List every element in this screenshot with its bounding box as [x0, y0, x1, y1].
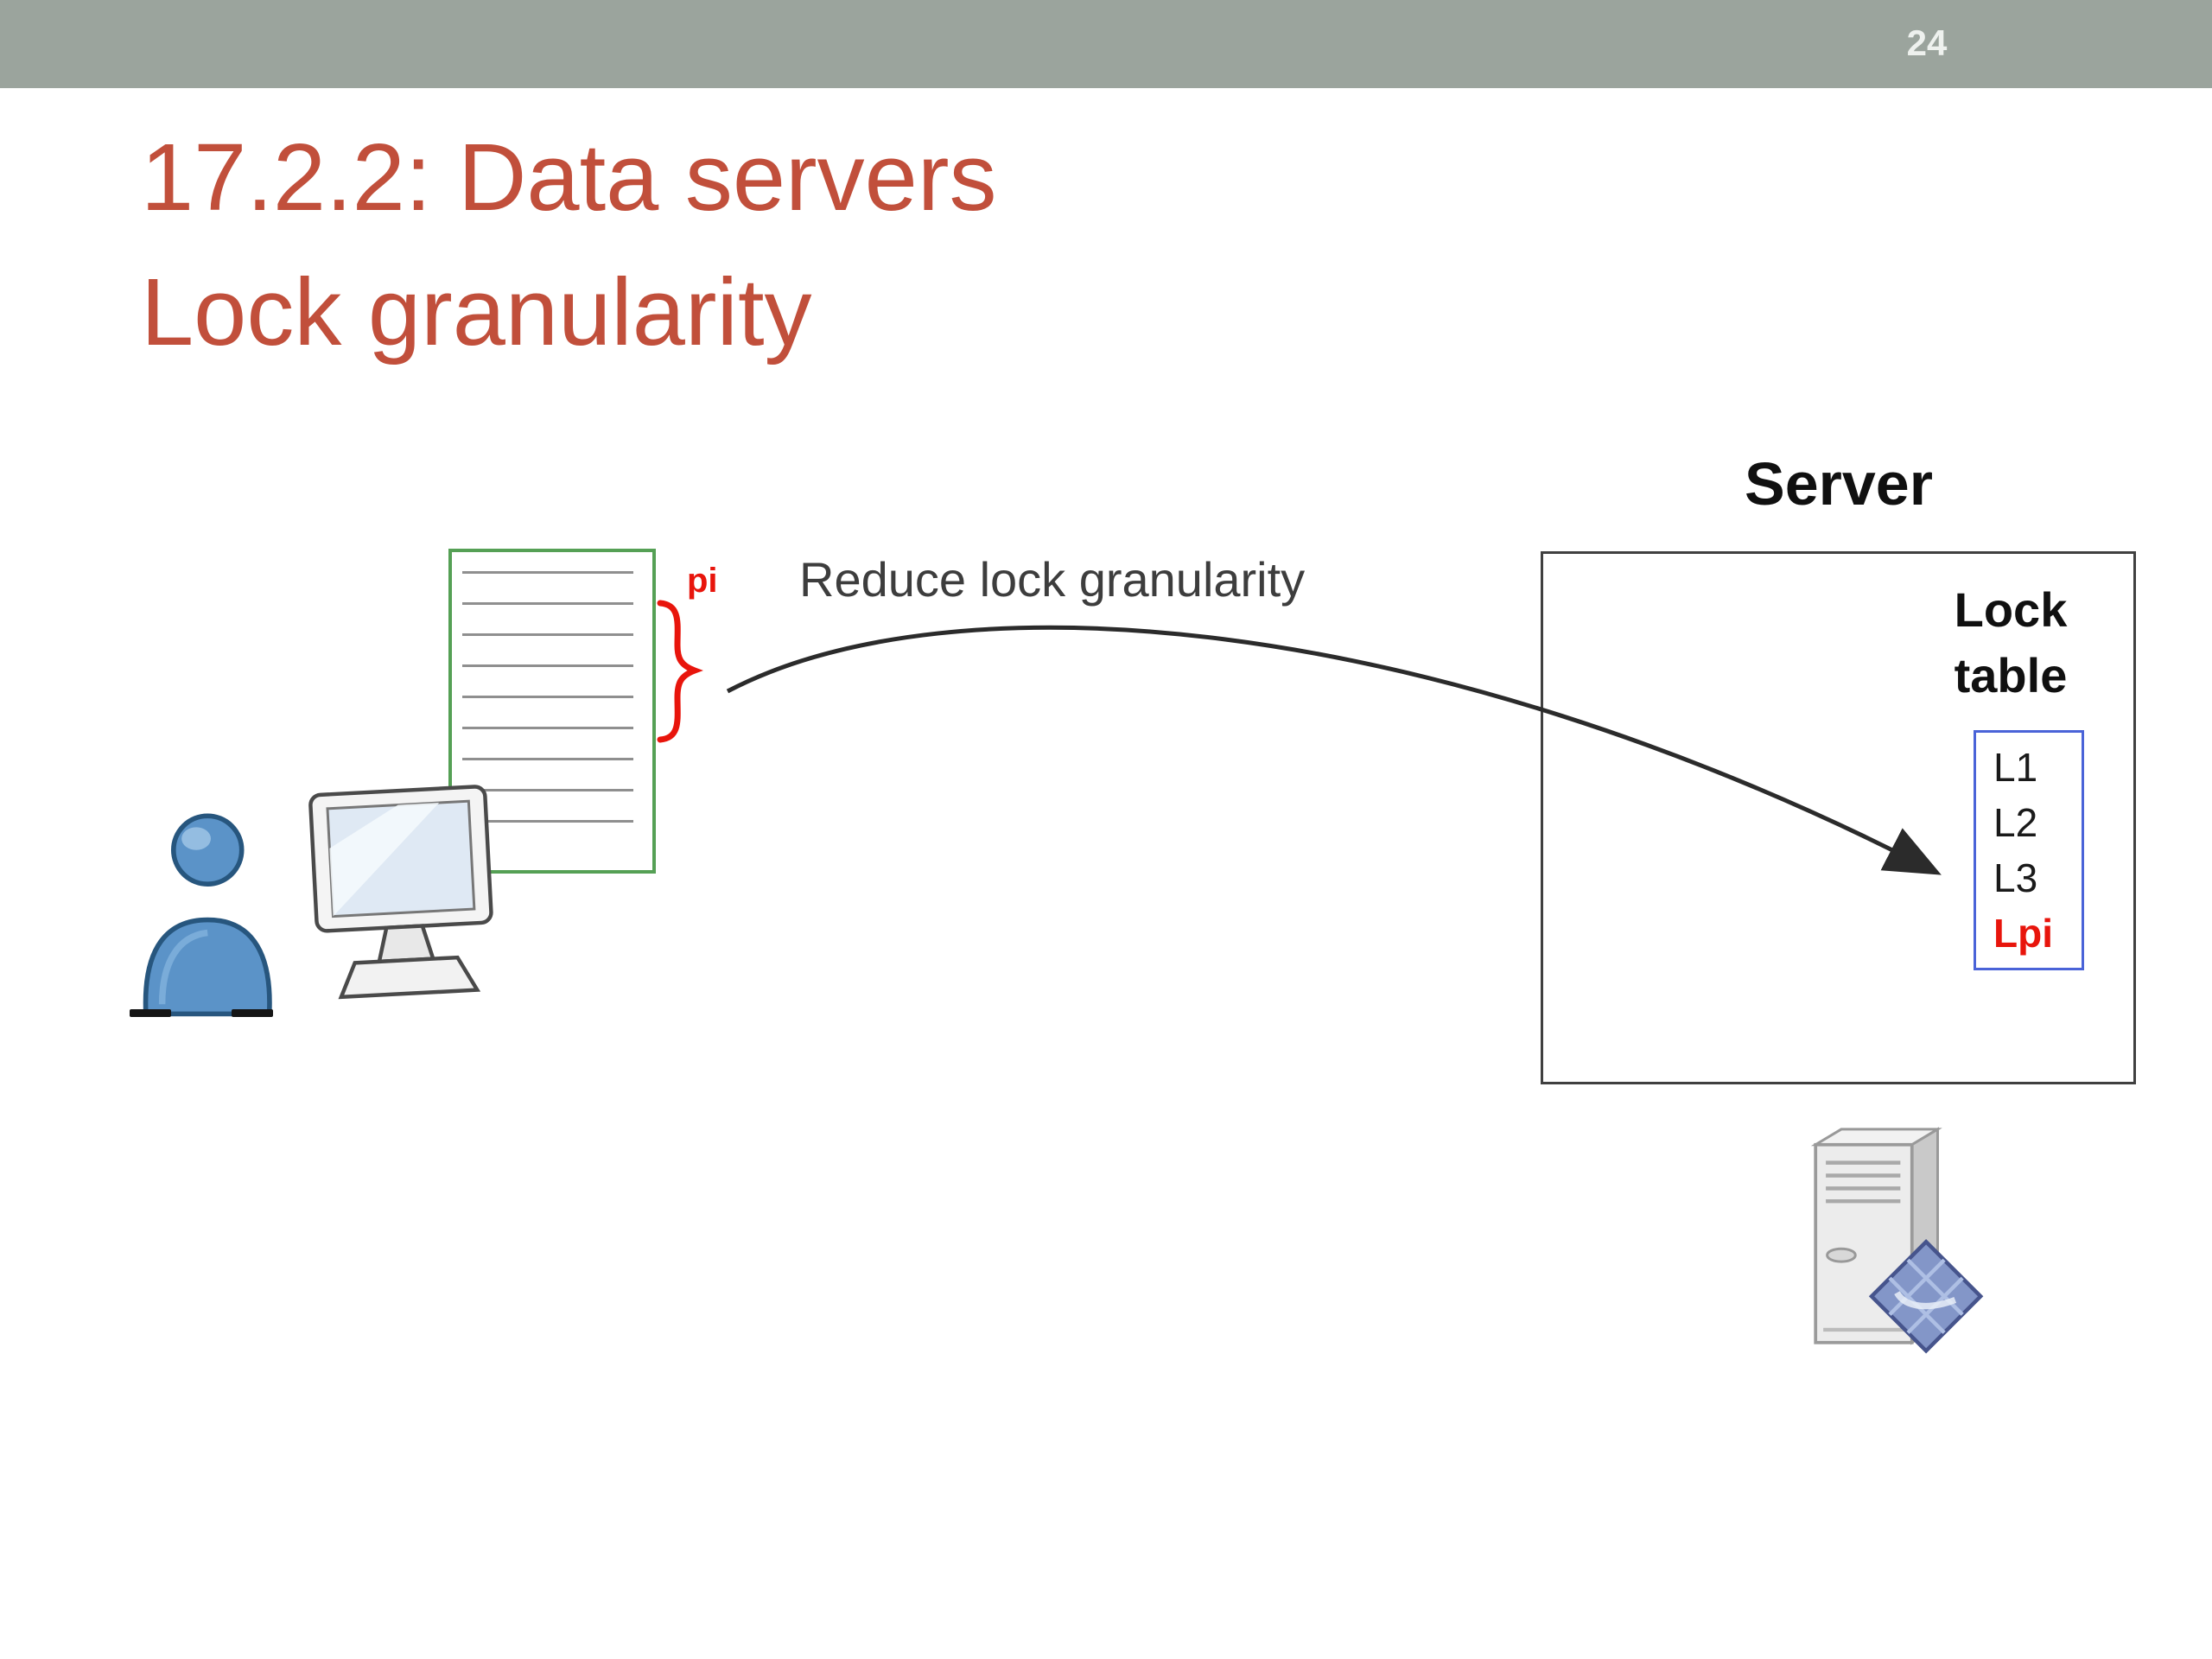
document-line	[462, 696, 633, 698]
arrow-label: Reduce lock granularity	[799, 552, 1306, 607]
top-bar	[0, 0, 2212, 88]
document-line	[462, 633, 633, 636]
lock-table: L1 L2 L3 Lpi	[1974, 730, 2084, 970]
lock-entry: L2	[1993, 800, 2038, 845]
page-number: 24	[1906, 22, 1948, 63]
lock-entry: L3	[1993, 855, 2038, 900]
server-label: Server	[1745, 450, 1933, 518]
document-line	[462, 602, 633, 605]
lock-entry: L1	[1993, 745, 2038, 790]
brace-label: pi	[687, 562, 718, 600]
document-line	[462, 758, 633, 760]
dash-mark	[232, 1009, 273, 1017]
document-line	[462, 789, 633, 791]
document-line	[462, 664, 633, 667]
dash-mark	[130, 1009, 171, 1017]
cropped-text-artifact	[130, 1009, 273, 1017]
slide-title-line2: Lock granularity	[141, 259, 812, 366]
document-line	[462, 727, 633, 729]
lock-table-label: Lock table	[1954, 582, 2068, 702]
user-icon	[143, 813, 272, 1017]
monitor-icon	[308, 785, 493, 1000]
lock-entry-highlighted: Lpi	[1993, 911, 2053, 956]
brace-icon	[657, 600, 703, 743]
slide-title-line1: 17.2.2: Data servers	[141, 124, 997, 231]
server-tower-icon	[1810, 1127, 1984, 1354]
document-line	[462, 820, 633, 823]
document-line	[462, 571, 633, 574]
application-diamond-icon	[1868, 1239, 1984, 1354]
slide-title: 17.2.2: Data servers Lock granularity	[141, 111, 1523, 380]
